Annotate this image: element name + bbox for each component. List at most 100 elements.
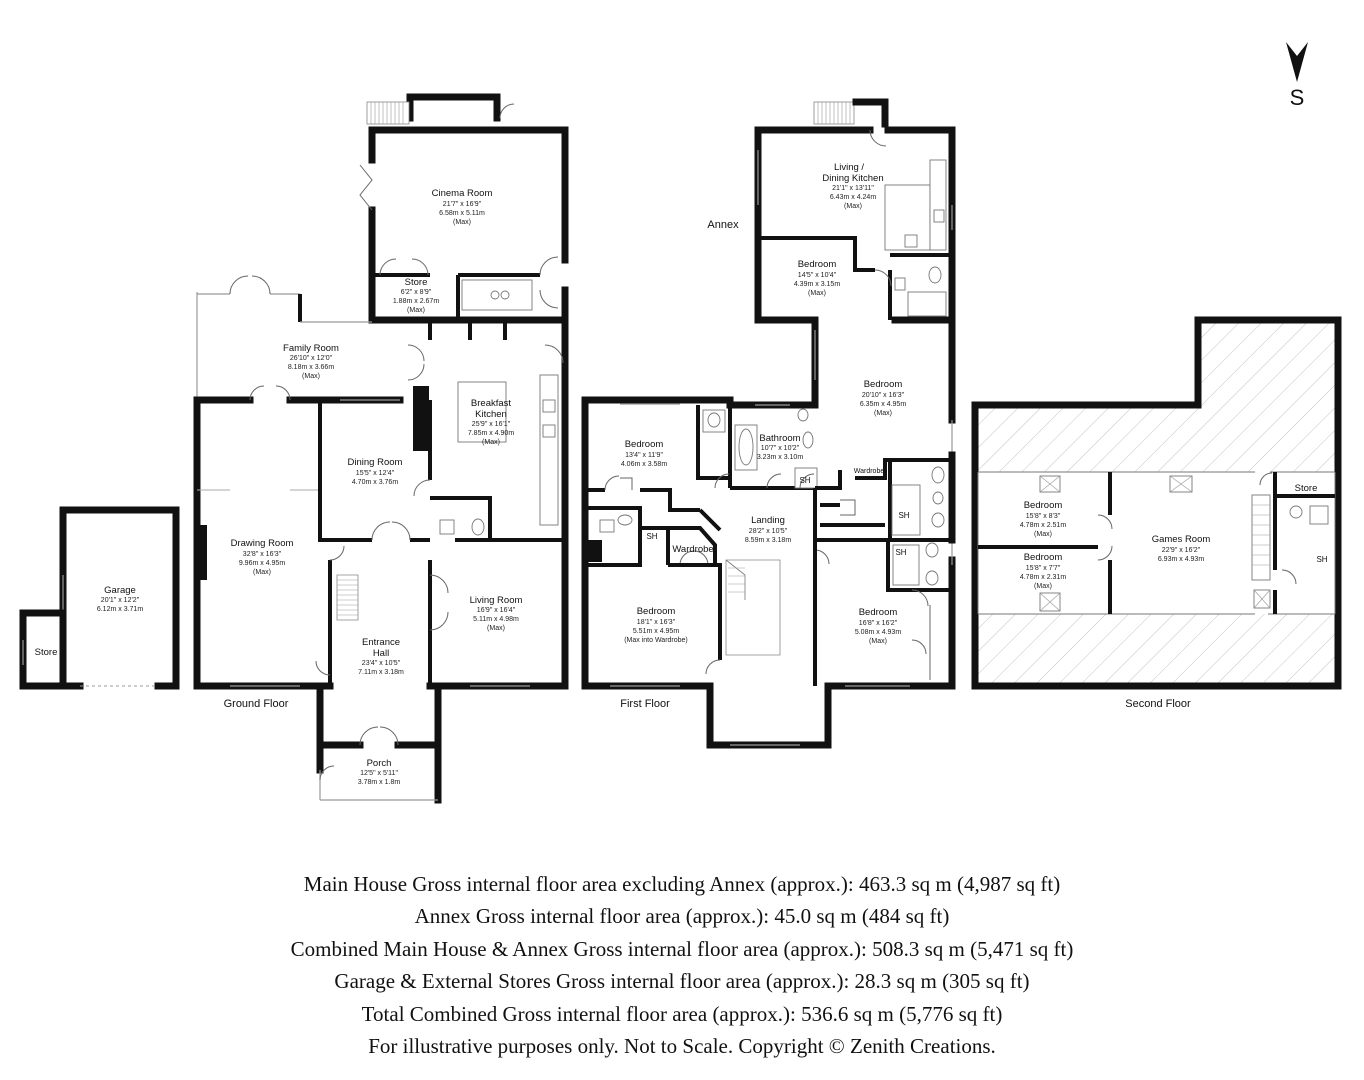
sf-bedroom-2-imperial: 15'8" x 7'7" xyxy=(1026,565,1061,572)
annex-label: Annex xyxy=(707,219,739,231)
first-floor-plan: Annex Living / Dining Kitchen 21'1" x 13… xyxy=(581,98,956,749)
ff-bedroom-3-metric: 5.51m x 4.95m xyxy=(633,628,679,635)
drawing-name: Drawing Room xyxy=(231,538,294,549)
store-name: Store xyxy=(405,277,428,288)
hall-metric: 7.11m x 3.18m xyxy=(358,669,404,676)
annex-bedroom-imperial: 14'5" x 10'4" xyxy=(798,272,837,279)
ff-bedroom-3-name: Bedroom xyxy=(637,606,676,617)
hall-name-1: Entrance xyxy=(362,637,400,648)
garage-plan: Garage 20'1" x 12'2" 6.12m x 3.71m Store xyxy=(19,506,180,690)
family-name: Family Room xyxy=(283,343,339,354)
ground-floor-plan: Cinema Room 21'7" x 16'9" 6.58m x 5.11m … xyxy=(193,93,569,804)
sf-store-name: Store xyxy=(1295,483,1318,494)
ff-bathroom-imperial: 10'7" x 10'2" xyxy=(761,445,800,452)
ff-bathroom-metric: 3.23m x 3.10m xyxy=(757,454,803,461)
compass-letter: S xyxy=(1290,85,1305,110)
cinema-imperial: 21'7" x 16'9" xyxy=(443,201,482,208)
ff-sh-right-1: SH xyxy=(898,511,909,520)
kitchen-imperial: 25'9" x 16'1" xyxy=(472,421,511,428)
hall-imperial: 23'4" x 10'5" xyxy=(362,660,401,667)
dining-metric: 4.70m x 3.76m xyxy=(352,479,398,486)
kitchen-metric: 7.85m x 4.90m xyxy=(468,430,514,437)
ff-bedroom-2-imperial: 20'10" x 16'3" xyxy=(862,392,905,399)
living-name: Living Room xyxy=(470,595,523,606)
annex-living-imperial: 21'1" x 13'11" xyxy=(832,185,874,192)
ff-sh-bathroom: SH xyxy=(799,476,810,485)
drawing-imperial: 32'8" x 16'3" xyxy=(243,551,282,558)
family-note: (Max) xyxy=(302,373,320,380)
ff-bedroom-4-imperial: 16'8" x 16'2" xyxy=(859,620,898,627)
ff-bathroom-name: Bathroom xyxy=(759,433,800,444)
kitchen-note: (Max) xyxy=(482,439,500,446)
ff-landing-imperial: 28'2" x 10'5" xyxy=(749,528,788,535)
garage-name: Garage xyxy=(104,585,136,596)
ff-bedroom-3-note: (Max into Wardrobe) xyxy=(624,637,688,644)
combined-area-line: Combined Main House & Annex Gross intern… xyxy=(290,936,1074,961)
garage-area-line: Garage & External Stores Gross internal … xyxy=(334,969,1030,994)
ff-bedroom-1-name: Bedroom xyxy=(625,439,664,450)
games-imperial: 22'9" x 16'2" xyxy=(1162,547,1201,554)
floor-plan: S Garage 20'1" x 12'2" 6.12m x 3.71m Sto… xyxy=(19,42,1342,804)
ground-floor-label: Ground Floor xyxy=(224,698,289,710)
living-imperial: 16'9" x 16'4" xyxy=(477,607,516,614)
ff-bedroom-2-metric: 6.35m x 4.95m xyxy=(860,401,906,408)
garage-metric: 6.12m x 3.71m xyxy=(97,606,143,613)
annex-bedroom-metric: 4.39m x 3.15m xyxy=(794,281,840,288)
games-metric: 6.93m x 4.93m xyxy=(1158,556,1204,563)
ff-bedroom-4-note: (Max) xyxy=(869,638,887,645)
copyright-line: For illustrative purposes only. Not to S… xyxy=(368,1034,996,1059)
drawing-note: (Max) xyxy=(253,569,271,576)
ff-bedroom-3-imperial: 18'1" x 16'3" xyxy=(637,619,676,626)
ff-bedroom-2-name: Bedroom xyxy=(864,379,903,390)
living-note: (Max) xyxy=(487,625,505,632)
store-note: (Max) xyxy=(407,307,425,314)
kitchen-name-2: Kitchen xyxy=(475,409,507,420)
garage-imperial: 20'1" x 12'2" xyxy=(101,597,140,604)
compass: S xyxy=(1286,42,1308,110)
sf-bedroom-1-note: (Max) xyxy=(1034,531,1052,538)
garage-store-name: Store xyxy=(35,647,58,658)
ff-wardrobe-label: Wardrobe xyxy=(672,544,713,555)
porch-name: Porch xyxy=(367,758,392,769)
floor-area-summary: Main House Gross internal floor area exc… xyxy=(0,868,1364,1062)
sf-bedroom-2-note: (Max) xyxy=(1034,583,1052,590)
ff-bedroom-1-imperial: 13'4" x 11'9" xyxy=(625,452,663,459)
ff-bedroom-1-metric: 4.06m x 3.58m xyxy=(621,461,667,468)
ff-sh-left: SH xyxy=(646,532,657,541)
annex-living-name-2: Dining Kitchen xyxy=(822,173,883,184)
sf-sh-label: SH xyxy=(1316,555,1327,564)
total-area-line: Total Combined Gross internal floor area… xyxy=(361,1001,1003,1026)
sf-bedroom-1-name: Bedroom xyxy=(1024,500,1063,511)
annex-area-line: Annex Gross internal floor area (approx.… xyxy=(414,904,950,929)
cinema-metric: 6.58m x 5.11m xyxy=(439,210,485,217)
ff-landing-name: Landing xyxy=(751,515,785,526)
compass-arrow-icon xyxy=(1286,42,1308,82)
porch-metric: 3.78m x 1.8m xyxy=(358,779,401,786)
dining-name: Dining Room xyxy=(348,457,403,468)
kitchen-name-1: Breakfast xyxy=(471,398,511,409)
second-floor-plan: Bedroom 15'8" x 8'3" 4.78m x 2.51m (Max)… xyxy=(971,316,1342,710)
ff-bedroom-4-name: Bedroom xyxy=(859,607,898,618)
sf-bedroom-1-imperial: 15'8" x 8'3" xyxy=(1026,513,1061,520)
living-metric: 5.11m x 4.98m xyxy=(473,616,519,623)
sf-bedroom-2-name: Bedroom xyxy=(1024,552,1063,563)
store-metric: 1.88m x 2.67m xyxy=(393,298,439,305)
ff-wardrobe-small-label: Wardrobe xyxy=(854,468,885,475)
hall-name-2: Hall xyxy=(373,648,389,659)
main-house-area-line: Main House Gross internal floor area exc… xyxy=(303,872,1061,896)
annex-bedroom-note: (Max) xyxy=(808,290,826,297)
dining-imperial: 15'5" x 12'4" xyxy=(356,470,395,477)
drawing-metric: 9.96m x 4.95m xyxy=(239,560,285,567)
cinema-note: (Max) xyxy=(453,219,471,226)
porch-imperial: 12'5" x 5'11" xyxy=(360,770,398,777)
annex-living-name-1: Living / xyxy=(834,162,864,173)
games-name: Games Room xyxy=(1152,534,1211,545)
ff-sh-right-2: SH xyxy=(895,548,906,557)
cinema-name: Cinema Room xyxy=(432,188,493,199)
annex-living-metric: 6.43m x 4.24m xyxy=(830,194,876,201)
ff-bedroom-2-note: (Max) xyxy=(874,410,892,417)
annex-bedroom-name: Bedroom xyxy=(798,259,837,270)
first-floor-label: First Floor xyxy=(620,698,670,710)
ff-bedroom-4-metric: 5.08m x 4.93m xyxy=(855,629,901,636)
ff-landing-metric: 8.59m x 3.18m xyxy=(745,537,791,544)
